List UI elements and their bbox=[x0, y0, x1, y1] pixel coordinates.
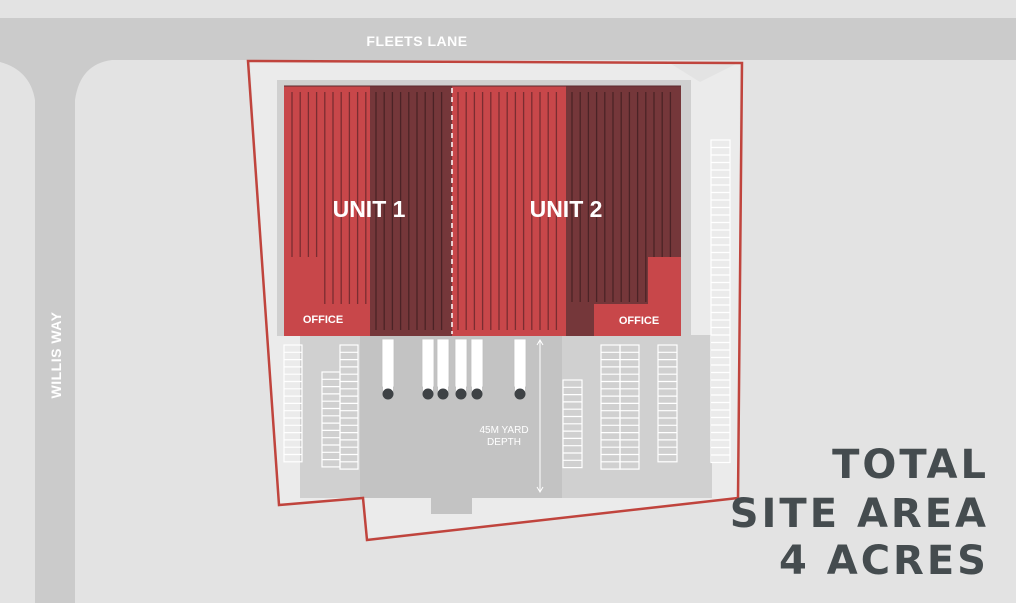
truck-trailer bbox=[421, 338, 435, 388]
truck-cab bbox=[382, 388, 394, 400]
road-corner-left bbox=[0, 60, 35, 100]
unit-1-office-label: OFFICE bbox=[303, 314, 343, 326]
buildings bbox=[284, 85, 681, 336]
road-willis-way bbox=[35, 60, 75, 603]
truck-cab bbox=[514, 388, 526, 400]
site-area-line3: 4 ACRES bbox=[779, 538, 989, 584]
yard-entrance bbox=[431, 496, 472, 514]
unit-2-bay-light bbox=[452, 86, 566, 336]
unit-2-office-front bbox=[594, 304, 681, 336]
yard-depth-label-line1: 45M YARD bbox=[479, 425, 528, 436]
yard-depth-arrow-top bbox=[536, 339, 544, 346]
unit-1-office-front bbox=[284, 304, 370, 336]
truck-trailer bbox=[454, 338, 468, 388]
yard-depth-label-line2: DEPTH bbox=[487, 437, 521, 448]
truck-trailer bbox=[470, 338, 484, 388]
road-label-willis-way: WILLIS WAY bbox=[48, 311, 64, 398]
road-label-fleets-lane: FLEETS LANE bbox=[366, 33, 467, 49]
site-boundary bbox=[246, 59, 744, 542]
truck-trailer bbox=[436, 338, 450, 388]
road-fleets-lane bbox=[0, 18, 1016, 60]
truck-cab bbox=[422, 388, 434, 400]
site-area-line1: TOTAL bbox=[832, 442, 989, 488]
yard-depth-arrow-bottom bbox=[536, 486, 544, 493]
yard-label-backdrop bbox=[476, 420, 536, 450]
trucks bbox=[381, 338, 527, 400]
roof-lines bbox=[284, 85, 681, 330]
road-corner-right bbox=[75, 60, 112, 100]
parking-left-b-outline bbox=[339, 344, 359, 470]
unit-2-office-label: OFFICE bbox=[619, 315, 659, 327]
truck-trailer bbox=[513, 338, 527, 388]
parking-bays bbox=[283, 139, 731, 470]
truck-cab bbox=[471, 388, 483, 400]
truck-trailer bbox=[381, 338, 395, 388]
parking-east-strip-outline bbox=[710, 139, 731, 464]
unit-1-label: UNIT 1 bbox=[333, 196, 406, 222]
truck-cab bbox=[455, 388, 467, 400]
site-area-line2: SITE AREA bbox=[730, 491, 989, 537]
parking-right-b-outline bbox=[619, 344, 640, 470]
truck-cab bbox=[437, 388, 449, 400]
unit-2-label: UNIT 2 bbox=[530, 196, 603, 222]
